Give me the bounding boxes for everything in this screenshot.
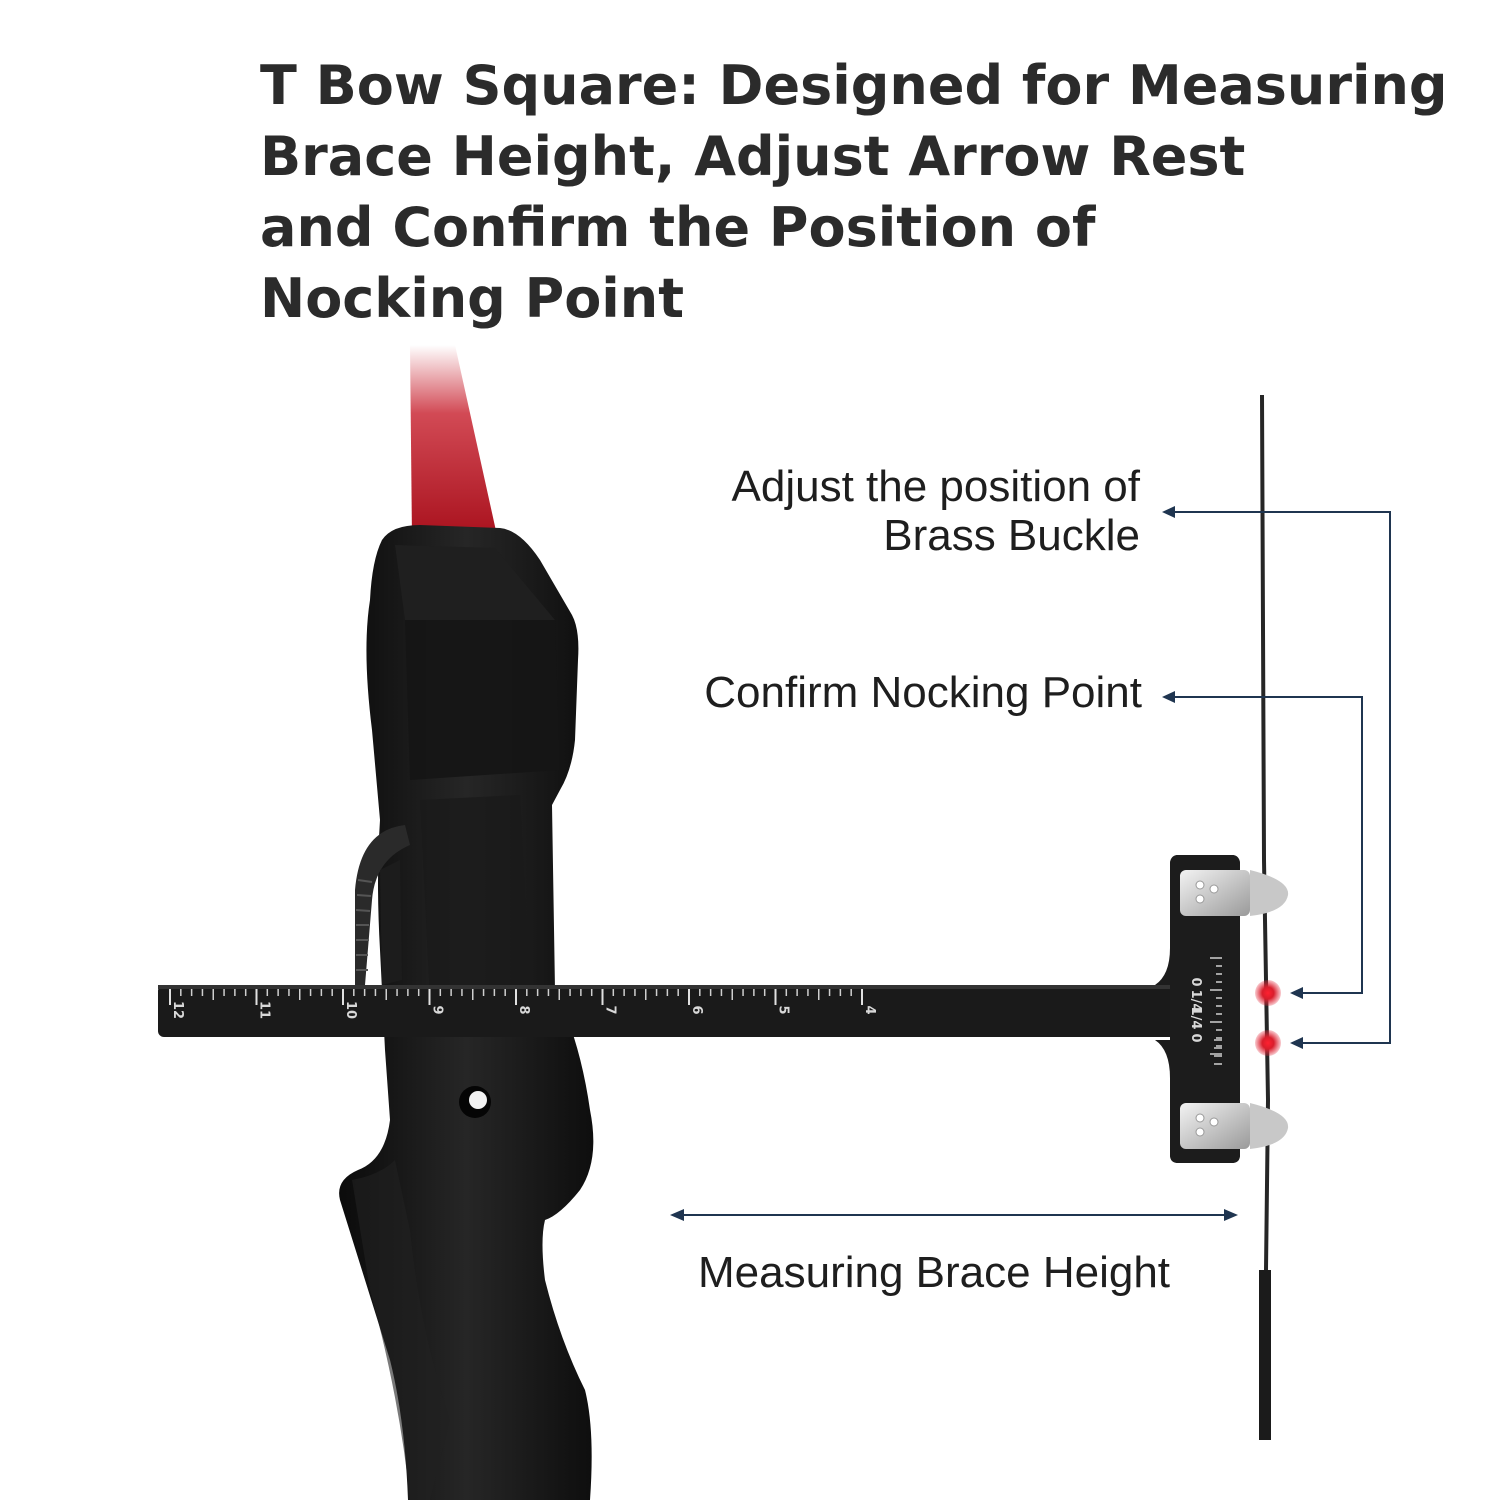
brass-buckle-line-1: Adjust the position of (731, 462, 1140, 511)
cross-scale-label: 0 (1188, 977, 1203, 986)
nocking-marker-upper (1255, 980, 1281, 1006)
bottom-clip (1180, 1103, 1289, 1149)
cross-scale-label: 1/4 (1188, 990, 1203, 1013)
brace-height-callout: Measuring Brace Height (698, 1248, 1170, 1297)
brace-height-label: Measuring Brace Height (698, 1248, 1171, 1297)
cross-scale-label: 1/4 (1188, 1007, 1203, 1030)
headline-line-2: Brace Height, Adjust Arrow Rest (260, 125, 1246, 188)
cross-scale-label: 0 (1188, 1033, 1203, 1042)
headline: T Bow Square: Designed for Measuring Bra… (260, 50, 1448, 334)
ruler-inch-label: 7 (603, 1005, 618, 1014)
ruler-inch-label: 12 (170, 1001, 185, 1019)
top-clip (1180, 870, 1289, 916)
nocking-point-arrow (1172, 696, 1363, 994)
nocking-point-callout: Confirm Nocking Point (704, 668, 1142, 717)
headline-line-4: Nocking Point (260, 267, 685, 330)
ruler-inch-label: 11 (257, 1001, 272, 1019)
ruler-inch-label: 10 (343, 1001, 358, 1019)
nocking-marker-lower (1255, 1030, 1281, 1056)
ruler-inch-label: 8 (516, 1005, 531, 1014)
arrow-rest (355, 825, 410, 985)
brass-buckle-line-2: Brass Buckle (883, 511, 1140, 560)
brass-buckle-arrow (1172, 511, 1391, 1044)
bow-limb (410, 345, 498, 540)
ruler-inch-label: 9 (430, 1005, 445, 1014)
headline-line-1: T Bow Square: Designed for Measuring (260, 54, 1448, 117)
nocking-point-label: Confirm Nocking Point (704, 668, 1142, 717)
ruler-inch-label: 6 (689, 1005, 704, 1014)
ruler-bar (158, 985, 1188, 1037)
brass-buckle-callout: Adjust the position of Brass Buckle (732, 462, 1140, 560)
headline-line-3: and Confirm the Position of (260, 196, 1096, 259)
ruler-inch-label: 4 (862, 1005, 877, 1014)
ruler-inch-label: 5 (776, 1005, 791, 1014)
